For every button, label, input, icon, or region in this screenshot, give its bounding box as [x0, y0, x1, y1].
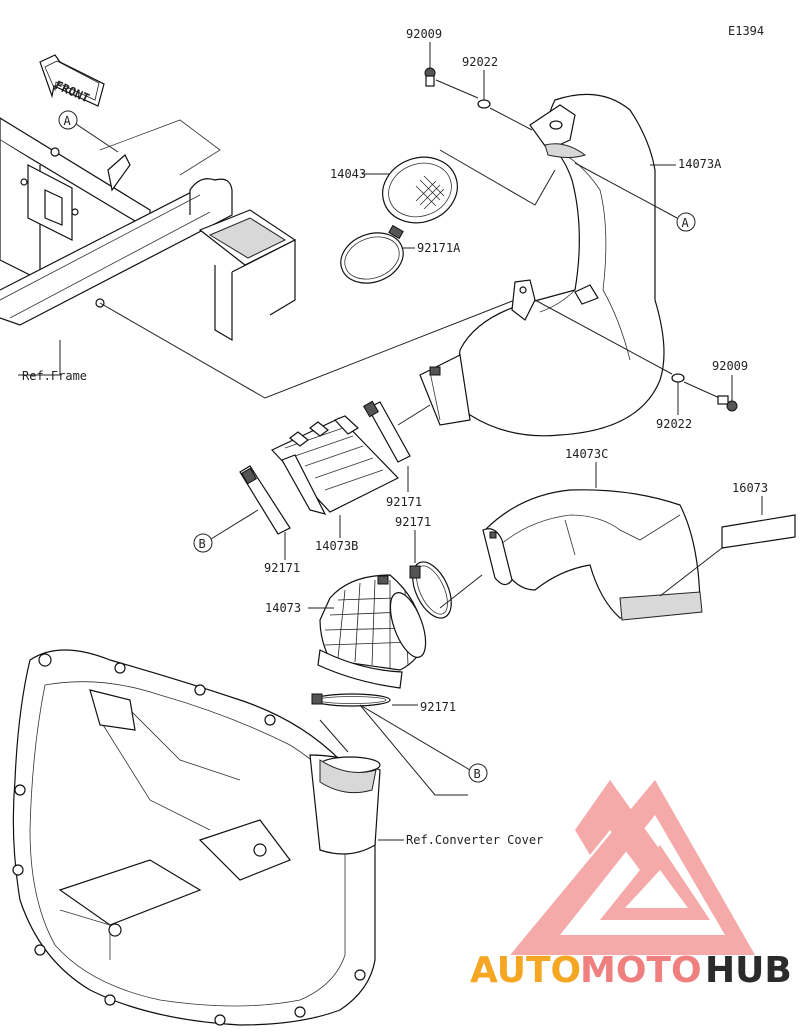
ref-converter-cover-label: Ref.Converter Cover: [406, 833, 543, 847]
part-92022-right: 92022: [656, 417, 692, 431]
converter-cover: [12, 649, 381, 1026]
bolt-top-icon: [424, 67, 436, 87]
watermark-hub: HUB: [705, 950, 792, 991]
part-92009-right: 92009: [712, 359, 748, 373]
part-92171-clamp-3: 92171: [395, 515, 431, 529]
part-14073c: 14073C: [565, 447, 608, 461]
callout-a-left: [58, 110, 78, 130]
part-92171-clamp-2: 92171: [264, 561, 300, 575]
watermark-logo: [510, 780, 755, 955]
bolt-right-icon: [717, 395, 738, 412]
part-92009-top: 92009: [406, 27, 442, 41]
watermark-moto: MOTO: [580, 950, 702, 991]
duct-14073a: [419, 93, 665, 437]
washer-right-icon: [671, 373, 685, 383]
clamp-92171-left: [239, 465, 291, 535]
duct-14073: [317, 574, 427, 689]
duct-14073c: [482, 489, 703, 621]
screen-14043: [382, 156, 458, 224]
ref-frame-label: Ref.Frame: [22, 369, 87, 383]
part-16073: 16073: [732, 481, 768, 495]
callout-b-left-label: B: [199, 537, 206, 551]
part-92171a: 92171A: [417, 241, 461, 255]
callout-b-right: [468, 763, 488, 783]
part-14073b: 14073B: [315, 539, 358, 553]
washer-top-icon: [477, 99, 491, 109]
clamp-92171a: [340, 224, 404, 284]
callout-a-left-label: A: [64, 114, 72, 128]
part-14073a: 14073A: [678, 157, 722, 171]
clamp-92171-middle: [409, 561, 452, 619]
callout-a-right: [676, 212, 696, 232]
callout-a-right-label: A: [682, 216, 690, 230]
front-arrow-icon: FRONT: [39, 54, 105, 107]
part-92171-clamp-1: 92171: [386, 495, 422, 509]
callout-b-right-label: B: [474, 767, 481, 781]
diagram-code: E1394: [728, 24, 764, 38]
part-92022-top: 92022: [462, 55, 498, 69]
clamp-92171-lower: [311, 693, 391, 707]
part-14043: 14043: [330, 167, 366, 181]
frame: [0, 117, 297, 342]
boot-14073b: [270, 415, 399, 515]
part-14073: 14073: [265, 601, 301, 615]
callout-b-left: [193, 533, 213, 553]
watermark-auto: AUTO: [470, 950, 581, 991]
sticker-16073: [721, 514, 796, 549]
watermark-wordmark: AUTO MOTO HUB: [470, 950, 792, 991]
part-92171-clamp-4: 92171: [420, 700, 456, 714]
clamp-92171-upper: [362, 400, 411, 463]
